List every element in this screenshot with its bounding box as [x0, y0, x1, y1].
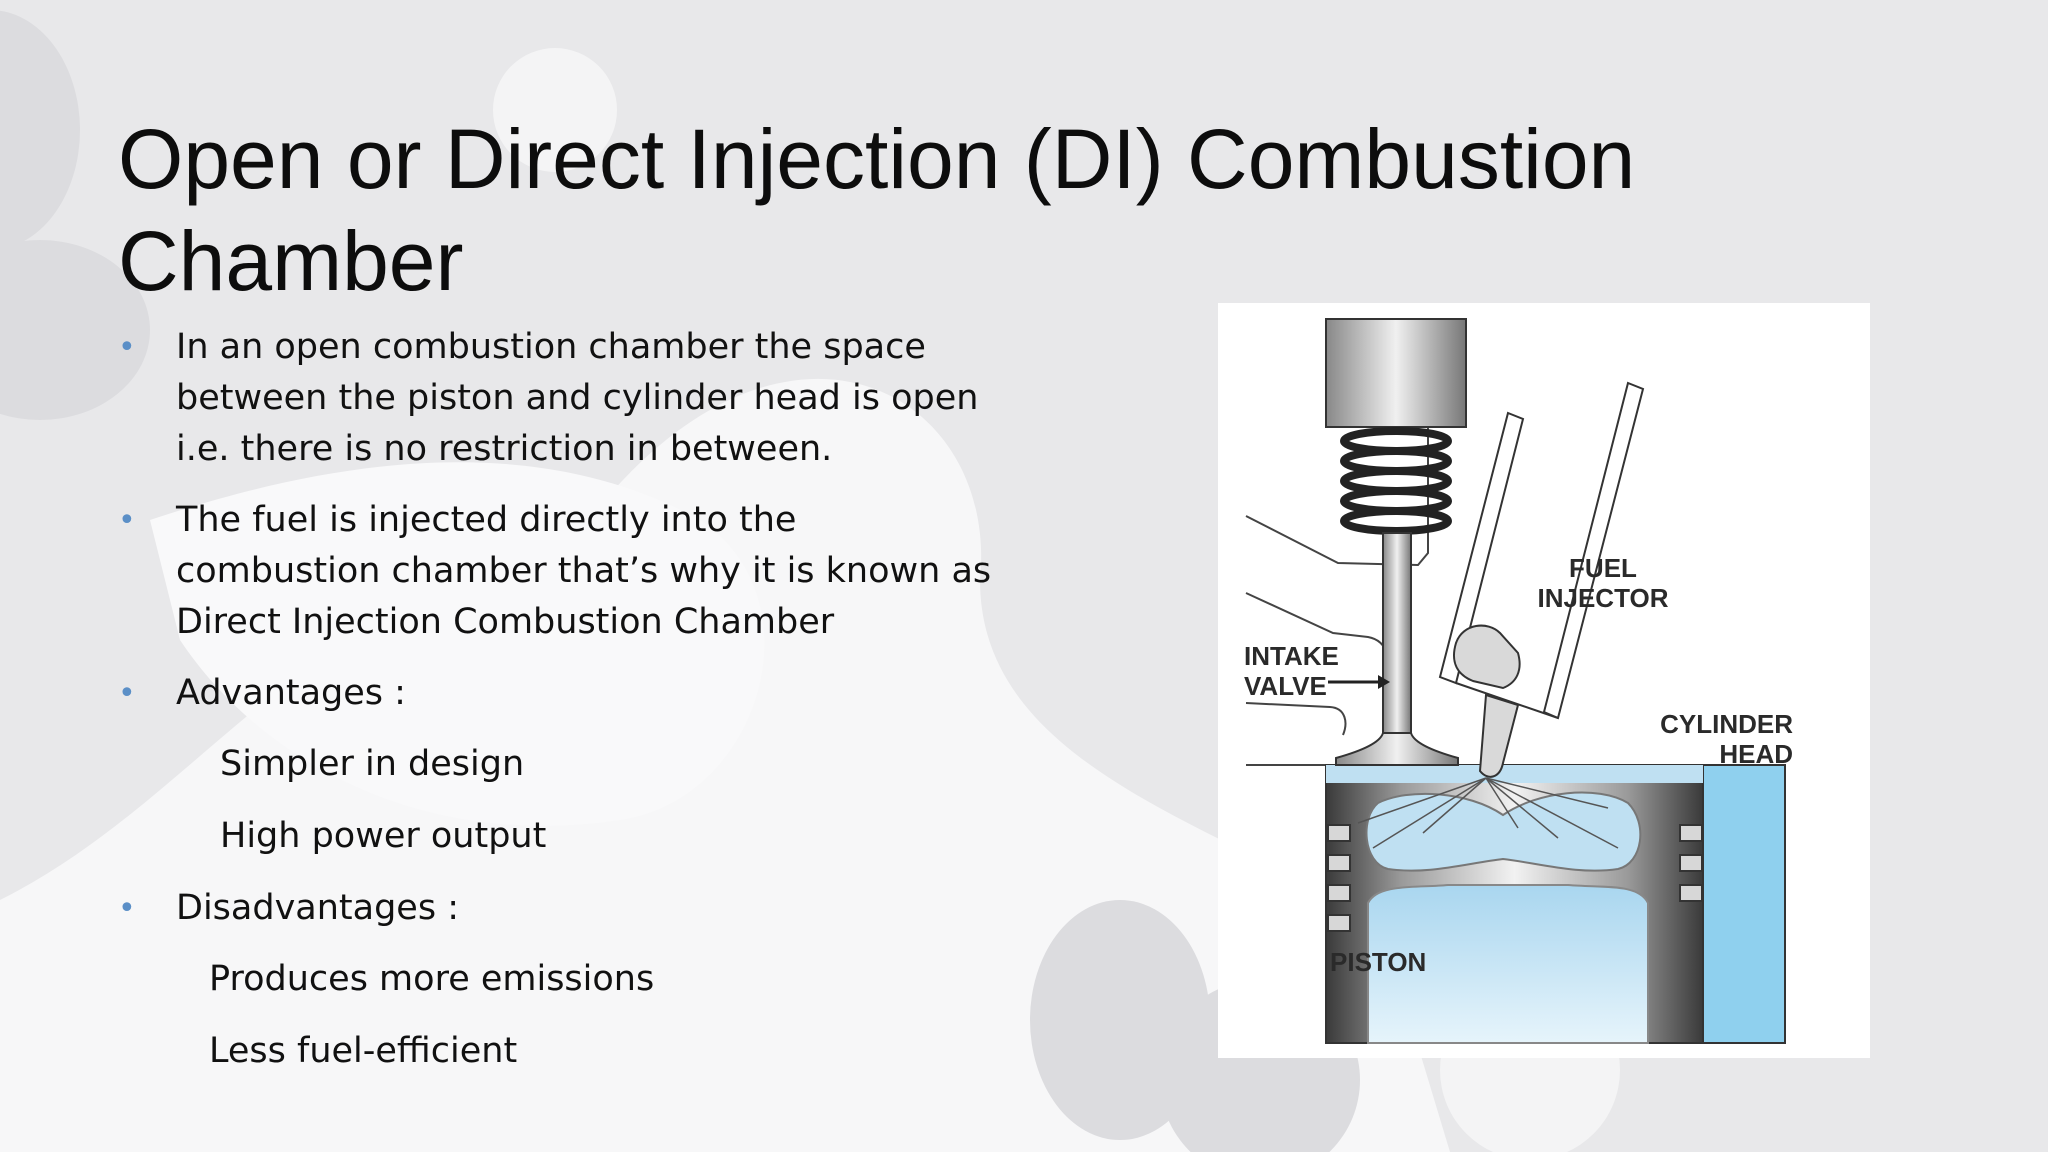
- valve-cap: [1325, 318, 1467, 428]
- piston-ring: [1679, 884, 1703, 902]
- piston-ring: [1679, 854, 1703, 872]
- piston-ring: [1327, 824, 1351, 842]
- disadvantage-item: Less fuel-efficient: [209, 1031, 518, 1071]
- bullet-text: The fuel is injected directly into the c…: [176, 500, 992, 642]
- bullet-text: Disadvantages :: [176, 888, 459, 928]
- slide-title: Open or Direct Injection (DI) Combustion…: [118, 112, 1636, 308]
- advantage-item: Simpler in design: [220, 744, 525, 784]
- label-intake: INTAKE: [1244, 641, 1339, 671]
- injector-nut: [1453, 624, 1521, 690]
- injector-body: [1542, 381, 1645, 720]
- label-piston: PISTON: [1330, 947, 1426, 977]
- label-head: HEAD: [1719, 739, 1793, 769]
- bullet-direct-injection: • The fuel is injected directly into the…: [118, 495, 998, 648]
- bullet-dot: •: [118, 503, 136, 538]
- bullet-advantages: • Advantages :: [118, 668, 998, 719]
- label-fuel: FUEL: [1569, 553, 1637, 583]
- bullet-disadvantages: • Disadvantages :: [118, 883, 998, 934]
- label-injector: INJECTOR: [1538, 583, 1669, 613]
- fuel-spray: [1357, 777, 1619, 849]
- piston-ring: [1327, 914, 1351, 932]
- bullet-dot: •: [118, 676, 136, 711]
- advantage-item: High power output: [220, 816, 547, 856]
- valve-head: [1335, 732, 1459, 766]
- combustion-chamber-diagram: FUEL INJECTOR INTAKE VALVE CYLINDER HEAD…: [1218, 303, 1870, 1058]
- piston-crown: [1367, 884, 1649, 1044]
- piston-ring: [1679, 824, 1703, 842]
- label-cylinder: CYLINDER: [1660, 709, 1793, 739]
- bullet-text: In an open combustion chamber the space …: [176, 327, 979, 469]
- piston-ring: [1327, 854, 1351, 872]
- bullet-dot: •: [118, 330, 136, 365]
- disadvantage-item: Produces more emissions: [209, 959, 655, 999]
- slide-body: • In an open combustion chamber the spac…: [118, 322, 998, 1098]
- bullet-dot: •: [118, 891, 136, 926]
- piston-bowl: [1365, 791, 1642, 872]
- piston-ring: [1327, 884, 1351, 902]
- head-outline: [1245, 702, 1347, 736]
- injector-body: [1455, 682, 1559, 719]
- diagram-svg: FUEL INJECTOR INTAKE VALVE CYLINDER HEAD…: [1244, 318, 1793, 1044]
- bullet-open-chamber: • In an open combustion chamber the spac…: [118, 322, 998, 475]
- injector-nozzle: [1478, 693, 1520, 778]
- label-valve: VALVE: [1244, 671, 1327, 701]
- combustion-space: [1326, 765, 1703, 783]
- cylinder-wall: [1702, 764, 1786, 1044]
- valve-stem: [1382, 532, 1412, 734]
- bullet-text: Advantages :: [176, 673, 406, 713]
- valve-spring: [1340, 427, 1452, 535]
- intake-arrowhead: [1378, 675, 1390, 689]
